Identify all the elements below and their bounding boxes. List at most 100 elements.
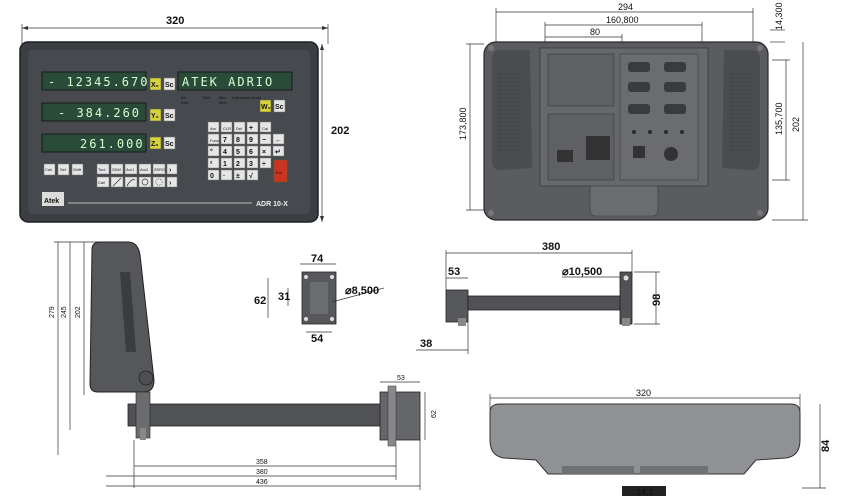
keypad-key[interactable] [259,121,272,133]
down-arrow-key[interactable] [166,176,178,188]
keypad-key[interactable] [259,145,272,157]
keypad-key[interactable] [220,133,233,145]
plate-hole-br [330,317,334,321]
set-key-label: Set [60,167,67,172]
sdm-key[interactable] [110,163,124,175]
w-zero-key[interactable] [259,99,272,113]
cali-key[interactable] [43,163,56,176]
y-zero-key-label: Y₀ [151,113,159,120]
keypad-key[interactable] [259,133,272,145]
rear-window-width: 80 [590,27,600,37]
shift-key[interactable] [71,163,84,176]
rear-height-right-inner: 135,700 [774,102,784,135]
arc1-key-label: Arc1 [126,167,135,172]
call-key[interactable] [96,176,110,188]
keypad-key[interactable] [246,145,259,157]
keypad-key[interactable] [220,121,233,133]
arm-bolt-right [622,318,630,326]
hole-key[interactable] [138,176,152,188]
keypad-key[interactable] [207,133,220,145]
zero-key[interactable] [152,163,166,175]
keypad-key[interactable] [207,145,220,157]
keypad-key[interactable] [246,133,259,145]
tool-key[interactable] [96,163,110,175]
keypad-key[interactable] [246,121,259,133]
arm-height: 98 [651,294,663,306]
arc1-key[interactable] [124,163,138,175]
up-arrow-key[interactable] [166,163,178,175]
x-zero-key[interactable] [149,77,162,91]
fuse-holder [633,146,645,158]
side-pivot-knob [138,370,154,386]
shift-key-label: Shift [73,167,82,172]
indicator-drill: Drill [203,95,210,100]
keypad-key[interactable] [233,169,246,181]
keypad-key[interactable] [220,169,233,181]
db9-port [628,104,650,114]
keypad-key-label: Del [236,126,242,131]
rear-screw-hole [632,130,636,134]
keypad-key-label: Cal [262,126,268,131]
tool-key-label: Tool [98,167,105,172]
keypad-key[interactable] [233,133,246,145]
keypad-key[interactable] [259,157,272,169]
ground-connector [557,150,573,162]
rear-screw-hole [648,130,652,134]
set-key[interactable] [57,163,70,176]
keypad-key[interactable] [220,145,233,157]
keypad-key-label: ² [210,161,213,168]
keypad-key[interactable] [272,145,285,157]
keypad-key[interactable] [233,121,246,133]
y-sc-key[interactable] [163,108,176,122]
rear-overall-width: 294 [618,2,633,12]
power-connector [586,136,610,160]
mount-plate-center [310,282,328,314]
enter-key[interactable] [273,159,288,183]
rear-window [547,53,615,107]
side-dim-279: 279 [49,306,56,318]
z-sc-key[interactable] [163,136,176,150]
plate-hole-tr [330,275,334,279]
arc-key[interactable] [124,176,138,188]
keypad-key-label: Func [210,138,219,143]
x-sc-key[interactable] [163,77,176,91]
w-sc-key[interactable] [273,99,286,113]
atek-logo-text: Atek [44,198,59,205]
plate-hole-diameter: ⌀8,500 [345,285,379,297]
db9-port [628,82,650,92]
indicator-inc: Inc [181,95,186,100]
keypad-key[interactable] [272,133,285,145]
x-sc-key-label: Sc [165,82,174,89]
pcd-key[interactable] [152,176,166,188]
side-dim-380: 380 [256,469,268,476]
arc-icon [126,179,136,187]
plate-top-width: 74 [311,253,324,265]
w-zero-key-label: W₀ [261,104,271,111]
keypad-key[interactable] [207,157,220,169]
keypad-key[interactable] [207,121,220,133]
keypad-key[interactable] [233,145,246,157]
zero-key-label: ZERO [154,167,165,172]
keypad-key[interactable] [207,169,220,181]
y-zero-key[interactable] [149,108,162,122]
x-axis-display [41,71,147,91]
arm-bolt-left [458,318,466,326]
keypad-key-label: 4 [223,149,227,156]
arc2-key[interactable] [138,163,152,175]
keypad-key[interactable] [220,157,233,169]
keypad-key[interactable] [233,157,246,169]
keypad-key-label: · [223,173,225,180]
line-icon [112,177,122,187]
arm-end-bracket [445,289,469,323]
pcd-icon [155,178,163,186]
keypad-key-label: + [249,125,253,132]
keypad-key-label: 0 [210,173,214,180]
y-axis-display [41,102,147,122]
keypad-key[interactable] [246,157,259,169]
keypad-key[interactable] [246,169,259,181]
z-zero-key[interactable] [149,136,162,150]
side-recess [120,272,136,352]
keypad-key-label: 9 [249,137,253,144]
keypad-key-label: ← [275,137,282,144]
